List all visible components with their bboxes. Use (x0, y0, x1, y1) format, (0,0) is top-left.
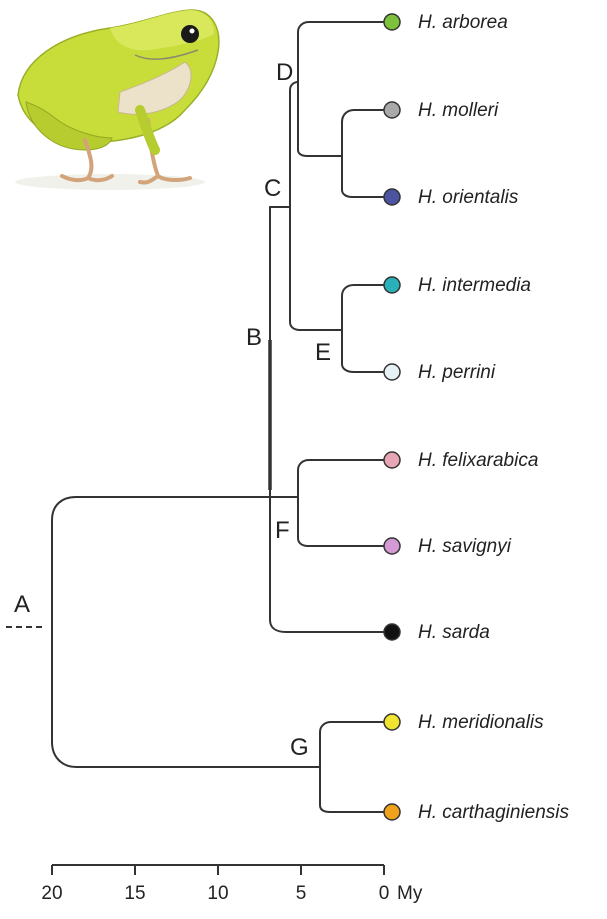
taxon-label-felixarabica: H. felixarabica (418, 450, 538, 471)
node-label-a: A (14, 591, 30, 618)
axis-tick-label: 15 (124, 883, 145, 904)
taxon-label-carthaginiensis: H. carthaginiensis (418, 802, 570, 823)
node-label-c: C (264, 175, 281, 202)
node-d-branch (298, 82, 342, 156)
taxon-labels: H. arborea H. molleri H. orientalis H. i… (418, 12, 570, 823)
tip-marker-perrini (384, 364, 400, 380)
node-e-branch (342, 285, 392, 330)
tip-marker-sarda (384, 624, 400, 640)
molleri-orientalis-branch (342, 156, 392, 197)
taxon-label-savignyi: H. savignyi (418, 536, 512, 557)
node-label-d: D (276, 59, 293, 86)
taxon-label-perrini: H. perrini (418, 362, 496, 383)
tip-marker-molleri (384, 102, 400, 118)
node-label-b: B (246, 324, 262, 351)
tip-marker-felixarabica (384, 452, 400, 468)
axis-tick-label: 5 (296, 883, 307, 904)
taxon-label-meridionalis: H. meridionalis (418, 712, 544, 733)
tip-marker-orientalis (384, 189, 400, 205)
node-g-branch (320, 767, 392, 812)
node-c-branch (290, 207, 342, 330)
node-g-branch (320, 722, 392, 767)
node-d-branch (298, 22, 392, 82)
node-label-f: F (275, 517, 290, 544)
node-f-branch (298, 497, 392, 546)
node-label-g: G (290, 734, 309, 761)
axis-tick-label: 10 (207, 883, 228, 904)
tip-marker-savignyi (384, 538, 400, 554)
tip-marker-carthaginiensis (384, 804, 400, 820)
axis-tick-label: 20 (41, 883, 62, 904)
time-axis: 20 15 10 5 0 My (41, 865, 422, 904)
axis-unit-label: My (397, 883, 423, 904)
node-c-branch (290, 82, 298, 207)
node-e-branch (342, 330, 392, 372)
root-branch (52, 627, 320, 767)
taxon-label-orientalis: H. orientalis (418, 187, 519, 208)
node-label-e: E (315, 339, 331, 366)
tree-frog-illustration (15, 10, 219, 190)
molleri-orientalis-branch (342, 110, 392, 156)
taxon-label-arborea: H. arborea (418, 12, 508, 33)
taxon-label-molleri: H. molleri (418, 100, 499, 121)
taxon-label-intermedia: H. intermedia (418, 275, 531, 296)
axis-tick-label: 0 (379, 883, 390, 904)
tip-marker-meridionalis (384, 714, 400, 730)
tip-marker-intermedia (384, 277, 400, 293)
node-f-branch (298, 460, 392, 497)
root-branch (52, 497, 270, 627)
node-b-stem (270, 207, 392, 632)
node-labels: A B C D E F G (14, 59, 331, 761)
taxon-label-sarda: H. sarda (418, 622, 490, 643)
tip-markers (384, 14, 400, 820)
tip-marker-arborea (384, 14, 400, 30)
